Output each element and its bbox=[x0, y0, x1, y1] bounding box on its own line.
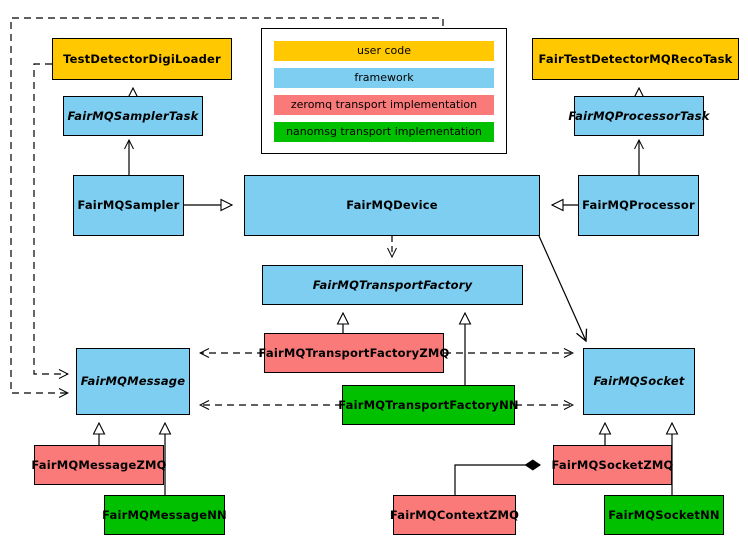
legend-item-zeromq: zeromq transport implementation bbox=[274, 94, 494, 115]
class-box-FairMQMessageNN[interactable]: FairMQMessageNN bbox=[102, 495, 227, 535]
edge-contextzmq-composition bbox=[454, 459, 542, 495]
class-box-FairMQDevice[interactable]: FairMQDevice bbox=[244, 175, 540, 236]
class-box-FairMQContextZMQ[interactable]: FairMQContextZMQ bbox=[390, 495, 519, 535]
class-box-FairMQMessageZMQ[interactable]: FairMQMessageZMQ bbox=[31, 445, 166, 485]
legend-box: user code framework zeromq transport imple… bbox=[261, 28, 507, 154]
class-box-FairMQTransportFactory[interactable]: FairMQTransportFactory bbox=[262, 265, 523, 305]
class-box-FairMQSocketNN[interactable]: FairMQSocketNN bbox=[604, 495, 724, 535]
class-box-FairMQTransportFactoryZMQ[interactable]: FairMQTransportFactoryZMQ bbox=[259, 333, 449, 373]
class-box-FairMQSocket[interactable]: FairMQSocket bbox=[583, 348, 695, 415]
class-box-FairMQSamplerTask[interactable]: FairMQSamplerTask bbox=[63, 96, 203, 136]
class-box-FairMQProcessorTask[interactable]: FairMQProcessorTask bbox=[568, 96, 709, 136]
class-box-FairTestDetectorMQRecoTask[interactable]: FairTestDetectorMQRecoTask bbox=[532, 38, 739, 80]
class-box-FairMQSampler[interactable]: FairMQSampler bbox=[73, 175, 184, 236]
legend-item-user_code: user code bbox=[274, 40, 494, 61]
class-box-FairMQSocketZMQ[interactable]: FairMQSocketZMQ bbox=[552, 445, 673, 485]
legend-item-framework: framework bbox=[274, 67, 494, 88]
class-box-FairMQProcessor[interactable]: FairMQProcessor bbox=[578, 175, 699, 236]
class-box-FairMQTransportFactoryNN[interactable]: FairMQTransportFactoryNN bbox=[338, 385, 519, 425]
class-box-FairMQMessage[interactable]: FairMQMessage bbox=[76, 348, 190, 415]
edge-device-to-socket bbox=[538, 235, 586, 341]
legend-item-nanomsg: nanomsg transport implementation bbox=[274, 121, 494, 142]
class-box-TestDetectorDigiLoader[interactable]: TestDetectorDigiLoader bbox=[52, 38, 232, 80]
